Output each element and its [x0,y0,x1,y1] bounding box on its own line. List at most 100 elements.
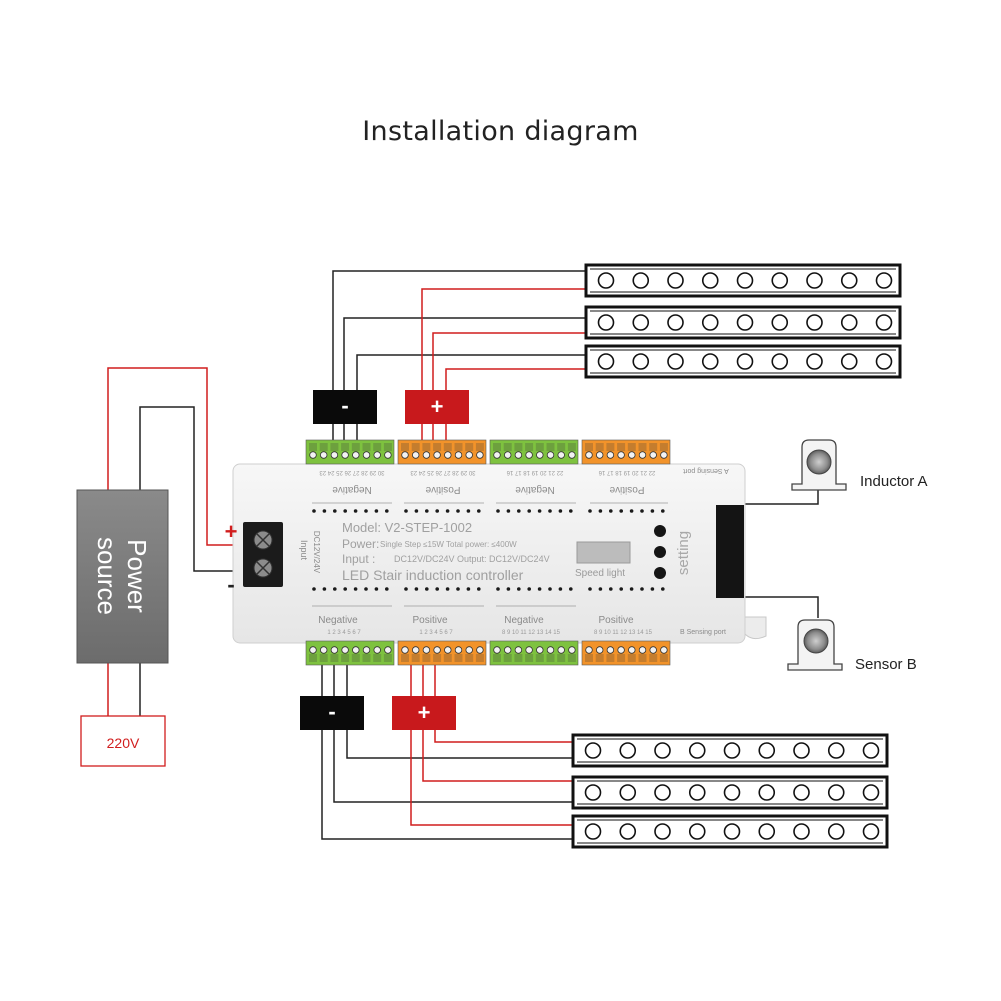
plus-sign: + [418,700,431,725]
setting-button-2[interactable] [654,546,666,558]
numbers-bottom-2: 1 2 3 4 5 6 7 [419,630,453,636]
indicator-dot [364,509,368,513]
numbers-bottom-3: 8 9 10 11 12 13 14 15 [502,630,561,636]
led-bead [736,314,754,331]
input-label: Input : [342,552,375,566]
led-bead [654,784,671,801]
terminal-slot [362,654,371,662]
terminal-screw [525,646,533,654]
indicator-dot [598,509,603,513]
led-bead [875,272,893,289]
indicator-dot [517,587,521,591]
numbers-top-4: 22 21 20 19 18 17 16 [598,469,655,475]
indicator-dot [456,509,460,513]
led-bead [793,823,810,840]
led-bead [793,784,810,801]
terminal-slot [659,654,668,662]
indicator-dot [466,587,471,591]
setting-button-3[interactable] [654,567,666,579]
plus-sign: + [431,394,444,419]
bottom-terminal-block-3 [489,640,579,666]
led-bead [723,823,741,840]
dot-row-top-1 [312,509,389,513]
indicator-dot [588,587,592,591]
top-terminal-block-3 [489,439,579,465]
indicator-dot [425,509,429,513]
terminal-screw [309,451,317,459]
led-strip-6 [571,814,889,849]
indicator-dot [385,509,389,513]
terminal-slot [514,654,523,662]
terminal-slot [433,654,442,662]
bottom-terminal-block-1 [305,640,395,666]
terminal-slot [330,654,339,662]
mains-box: 220V [80,715,166,767]
product-name: LED Stair induction controller [342,567,524,583]
stair-controller: Negative Positive Negative Positive 30 2… [225,439,767,666]
terminal-screw [606,646,615,654]
led-bead [688,742,706,759]
terminal-slot [401,654,409,662]
terminal-screw [568,451,576,459]
terminal-slot [319,654,328,662]
terminal-screw [536,451,544,459]
led-bead [701,353,719,370]
terminal-screw [476,451,484,459]
terminal-slot [525,443,534,451]
numbers-bottom-4: 8 9 10 11 12 13 14 15 [594,630,653,636]
label-negative-top-1: Negative [332,484,372,495]
terminal-screw [373,646,381,654]
input-terminal-label: Input [299,540,309,561]
led-bead [862,784,880,801]
terminal-screw [401,646,409,654]
terminal-screw [596,646,604,654]
indicator-dot [466,509,471,513]
indicator-dot [435,587,440,591]
a-sensing-port-label: A Sensing port [683,467,729,474]
terminal-screw [493,646,501,654]
terminal-slot [514,443,523,451]
indicator-dot [661,587,665,591]
terminal-screw [628,451,636,459]
terminal-screw [412,646,420,654]
terminal-slot [638,443,647,451]
sensor-b-label: Sensor B [855,656,917,673]
terminal-screw [504,646,512,654]
indicator-dot [496,587,500,591]
label-negative-top-2: Negative [515,484,555,495]
inductor-a-label: Inductor A [860,473,928,490]
top-terminal-block-1 [305,439,395,465]
power-detail: Single Step ≤15W Total power: ≤400W [380,540,517,549]
indicator-dot [404,509,408,513]
terminal-screw [433,646,441,654]
terminal-screw [352,646,360,654]
bottom-minus-block: - [300,696,364,730]
led-bead [758,784,776,801]
top-plus-block: + [405,390,469,424]
label-positive-top-1: Positive [425,484,460,495]
terminal-slot [341,443,350,451]
led-bead [840,314,858,331]
terminal-slot [319,443,328,451]
terminal-slot [585,654,593,662]
top-terminal-block-4 [581,439,671,465]
terminal-screw [649,646,657,654]
indicator-dot [517,509,521,513]
terminal-slot [525,654,534,662]
terminal-screw [660,646,668,654]
terminal-screw [309,646,317,654]
terminal-screw [465,451,473,459]
terminal-slot [659,443,668,451]
power-source: Power source [76,489,169,664]
indicator-dot [496,509,500,513]
setting-button-1[interactable] [654,525,666,537]
controller-body [232,463,746,644]
terminal-slot [649,443,658,451]
led-bead [862,823,880,840]
terminal-screw [568,646,576,654]
terminal-slot [433,443,442,451]
led-strips [571,263,902,849]
indicator-dot [385,587,389,591]
dot-row-bottom-2 [404,587,481,591]
indicator-dot [353,509,358,513]
